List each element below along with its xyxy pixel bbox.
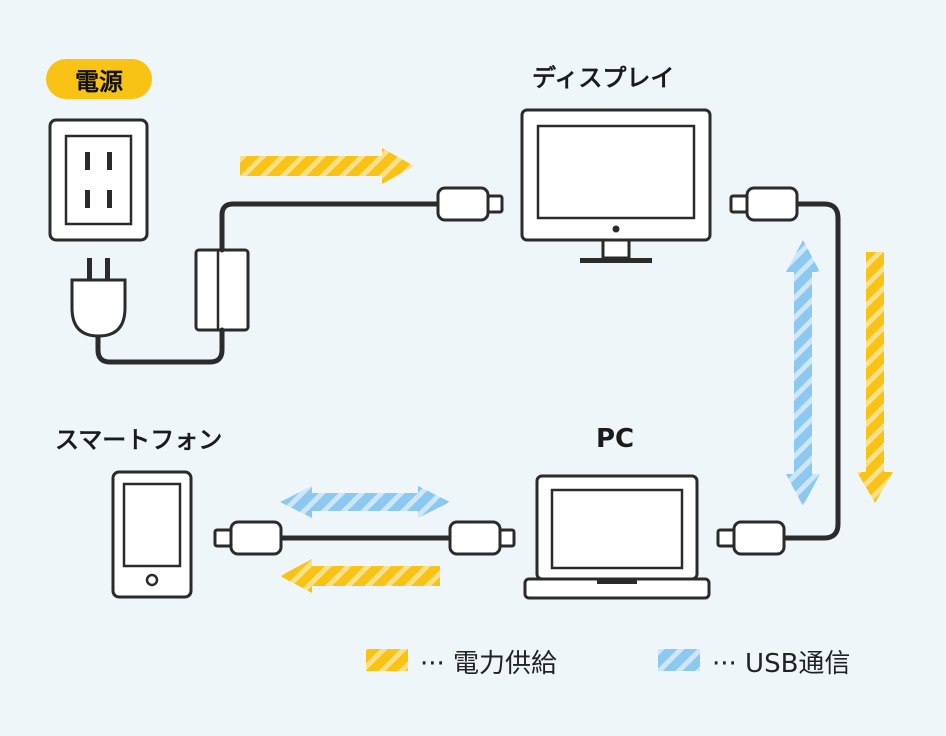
legend-usb-swatch: [658, 649, 700, 671]
power-arrow-right-icon: [240, 148, 414, 184]
usb-connector-icon: [213, 520, 283, 556]
pc-laptop-icon: [523, 474, 711, 600]
display-label: ディスプレイ: [532, 64, 675, 92]
power-arrow-down-icon: [857, 252, 893, 503]
usb-connector-icon: [436, 186, 504, 222]
usb-connector-icon: [716, 520, 786, 556]
display-monitor-icon: [520, 108, 712, 263]
usb-arrow-vertical-icon: [786, 240, 820, 506]
legend-usb-label: ··· USB通信: [712, 649, 851, 679]
cables: [95, 201, 841, 541]
smartphone-label: スマートフォン: [55, 426, 223, 454]
legend-power-label: ··· 電力供給: [420, 649, 558, 679]
power-outlet-icon: [48, 118, 149, 242]
plug-icon: [70, 258, 127, 338]
power-label-badge: 電源: [46, 59, 152, 99]
legend-power-swatch: [366, 649, 408, 671]
smartphone-icon: [111, 470, 193, 599]
power-arrow-left-icon: [280, 559, 440, 593]
usb-connector-icon: [729, 186, 799, 222]
usb-connector-icon: [448, 520, 516, 556]
pc-label: PC: [596, 424, 635, 454]
usb-arrow-horizontal-icon: [280, 486, 450, 518]
ac-adapter-icon: [194, 248, 250, 332]
